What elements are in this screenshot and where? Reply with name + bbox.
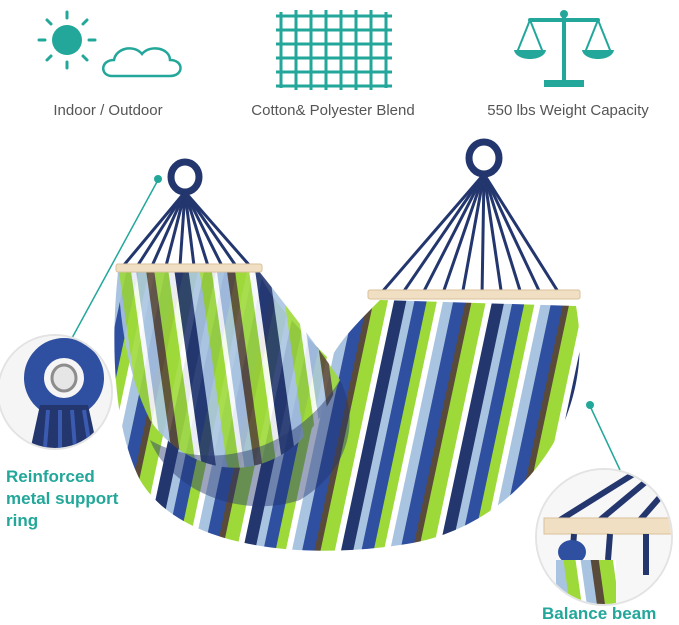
ring-callout-leader [71, 175, 162, 339]
ring-detail-circle [0, 334, 113, 450]
ring-callout-text: Reinforced metal support ring [6, 466, 118, 532]
woven-grid-icon [276, 10, 392, 90]
feature-label-weight-capacity: 550 lbs Weight Capacity [487, 102, 649, 119]
ring-callout-line-3: ring [6, 511, 39, 530]
hammock [114, 138, 581, 551]
left-rope-loop [167, 158, 203, 196]
ring-callout-line-1: Reinforced [6, 467, 95, 486]
beam-detail-circle [535, 468, 673, 606]
sun-cloud-icon [37, 10, 182, 78]
left-ropes [122, 191, 252, 267]
feature-label-material: Cotton& Polyester Blend [251, 102, 415, 119]
right-rope-loop [465, 138, 503, 178]
feature-label-indoor-outdoor: Indoor / Outdoor [53, 102, 163, 119]
balance-scale-icon [514, 10, 614, 87]
right-spreader-bar [367, 289, 581, 300]
hammock-fabric-inner [118, 270, 340, 468]
beam-callout-text: Balance beam [542, 604, 657, 623]
left-spreader-bar [115, 263, 263, 273]
ring-callout-line-2: metal support [6, 489, 119, 508]
beam-callout-leader [586, 401, 621, 471]
right-ropes [380, 173, 564, 299]
